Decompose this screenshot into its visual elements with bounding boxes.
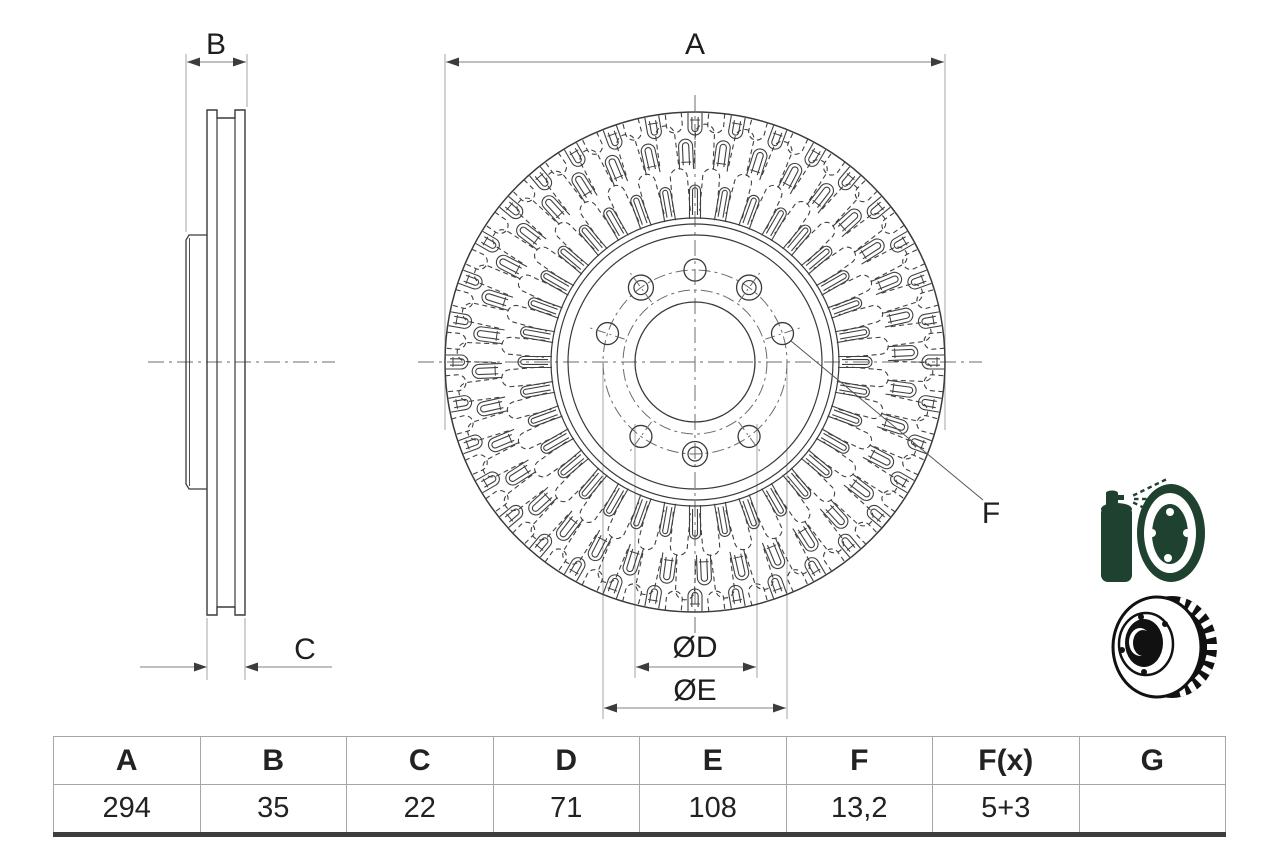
brake-disc-front-view xyxy=(444,111,946,613)
table-header-row: A B C D E F F(x) G xyxy=(53,736,1226,785)
table-value-cell: 22 xyxy=(346,784,494,835)
table-header-cell: E xyxy=(639,736,787,785)
table-header-cell: F xyxy=(785,736,933,785)
table-header-cell: B xyxy=(199,736,347,785)
table-header-cell: G xyxy=(1078,736,1226,785)
table-value-cell: 35 xyxy=(199,784,347,835)
bolt-hole-pattern xyxy=(590,258,800,468)
table-value-cell: 71 xyxy=(492,784,640,835)
table-header-cell: C xyxy=(346,736,494,785)
dim-label-f: F xyxy=(982,497,1000,530)
dimension-table: A B C D E F F(x) G 294 35 22 71 108 13,2… xyxy=(53,736,1226,837)
table-value-cell: 108 xyxy=(639,784,787,835)
table-header-cell: D xyxy=(492,736,640,785)
dim-label-a: A xyxy=(685,28,705,61)
table-value-row: 294 35 22 71 108 13,2 5+3 xyxy=(53,784,1226,835)
ventilated-brake-disc-icon xyxy=(1111,595,1217,699)
table-value-cell: 5+3 xyxy=(932,784,1080,835)
technical-drawing: A B C F ØD ØE xyxy=(140,28,1217,719)
table-header-cell: F(x) xyxy=(932,736,1080,785)
table-value-cell: 13,2 xyxy=(785,784,933,835)
table-header-cell: A xyxy=(53,736,201,785)
dim-label-b: B xyxy=(206,28,226,61)
table-value-cell: 294 xyxy=(53,784,201,835)
table-value-cell xyxy=(1078,784,1226,835)
brake-disc-cross-section xyxy=(185,109,246,616)
dim-label-oe: ØE xyxy=(673,674,716,707)
dim-label-od: ØD xyxy=(673,631,718,664)
spray-coated-disc-icon xyxy=(1101,478,1205,582)
dim-label-c: C xyxy=(294,633,316,666)
